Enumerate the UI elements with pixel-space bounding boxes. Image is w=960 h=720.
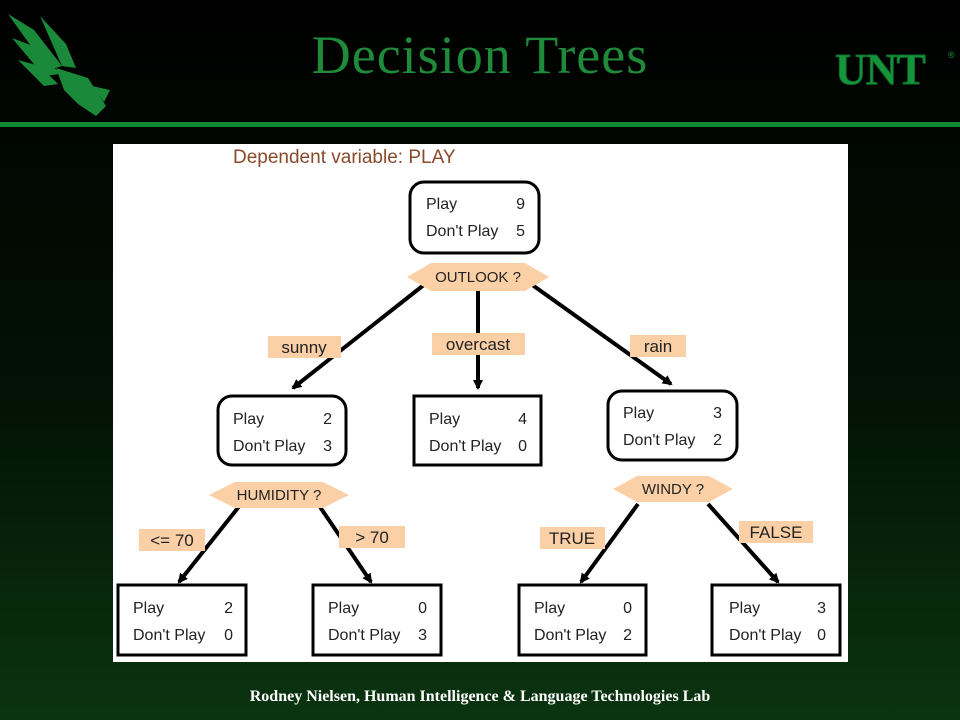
edge-sunny <box>291 282 427 390</box>
branch-label-sunny: sunny <box>281 338 327 357</box>
registered-mark: ® <box>948 50 955 60</box>
footer-credit: Rodney Nielsen, Human Intelligence & Lan… <box>249 688 711 705</box>
outlook-question: OUTLOOK ? <box>435 269 521 286</box>
branch-label-rain-bg <box>630 335 686 357</box>
node-sunny <box>216 394 348 467</box>
node-humidity-low <box>116 583 248 657</box>
sunny-play-count: 2 <box>323 411 332 428</box>
eagle-icon <box>8 14 110 116</box>
overcast-play-count: 4 <box>518 411 527 428</box>
hum-high-play-count: 0 <box>418 600 427 617</box>
rain-dontplay-label: Don't Play <box>623 432 695 449</box>
node-overcast <box>412 394 543 467</box>
windy-true-dontplay-count: 2 <box>623 627 632 644</box>
windy-question: WINDY ? <box>642 481 704 498</box>
edge-true <box>579 502 640 584</box>
root-dontplay-count: 5 <box>516 223 525 240</box>
node-root <box>408 180 541 255</box>
rain-play-count: 3 <box>713 405 722 422</box>
overcast-dontplay-label: Don't Play <box>429 438 501 455</box>
outlook-question-shape <box>407 263 549 291</box>
rain-dontplay-count: 2 <box>713 432 722 449</box>
branch-label-sunny-bg <box>268 336 341 358</box>
humidity-question: HUMIDITY ? <box>237 487 322 504</box>
windy-true-dontplay-label: Don't Play <box>534 627 606 644</box>
hum-low-play-label: Play <box>133 600 164 617</box>
branch-label-false-bg <box>739 521 813 543</box>
node-rain <box>606 389 739 462</box>
windy-question-shape <box>613 476 733 502</box>
branch-label-gt70-bg <box>339 526 405 548</box>
rain-play-label: Play <box>623 405 654 422</box>
branch-label-overcast: overcast <box>446 335 511 354</box>
windy-true-play-count: 0 <box>623 600 632 617</box>
overcast-play-label: Play <box>429 411 460 428</box>
branch-label-false: FALSE <box>750 523 803 542</box>
diagram-panel: Dependent variable: PLAY Play 9 Do <box>113 144 848 662</box>
hum-high-play-label: Play <box>328 600 359 617</box>
branch-label-le70: <= 70 <box>150 531 194 550</box>
node-humidity-high <box>311 583 443 657</box>
humidity-question-shape <box>209 482 349 508</box>
sunny-dontplay-count: 3 <box>323 438 332 455</box>
edge-le70 <box>177 502 243 584</box>
hum-low-play-count: 2 <box>224 600 233 617</box>
decision-tree-diagram: Dependent variable: PLAY Play 9 Do <box>116 147 842 657</box>
hum-high-dontplay-count: 3 <box>418 627 427 644</box>
overcast-dontplay-count: 0 <box>518 438 527 455</box>
branch-label-true-bg <box>540 527 605 549</box>
sunny-play-label: Play <box>233 411 264 428</box>
branch-label-le70-bg <box>139 529 205 551</box>
header-divider <box>0 122 960 127</box>
windy-false-play-count: 3 <box>817 600 826 617</box>
page-title: Decision Trees <box>311 25 649 85</box>
hum-low-dontplay-count: 0 <box>224 627 233 644</box>
hum-high-dontplay-label: Don't Play <box>328 627 400 644</box>
branch-label-gt70: > 70 <box>355 528 389 547</box>
diagram-caption: Dependent variable: PLAY <box>233 147 456 168</box>
windy-false-dontplay-label: Don't Play <box>729 627 801 644</box>
branch-label-overcast-bg <box>432 333 525 355</box>
windy-false-play-label: Play <box>729 600 760 617</box>
sunny-dontplay-label: Don't Play <box>233 438 305 455</box>
root-play-count: 9 <box>516 196 525 213</box>
branch-label-true: TRUE <box>549 529 595 548</box>
edge-rain <box>529 282 673 386</box>
windy-true-play-label: Play <box>534 600 565 617</box>
node-windy-true <box>517 583 648 657</box>
unt-logo: UNT <box>835 45 927 95</box>
root-play-label: Play <box>426 196 457 213</box>
branch-label-rain: rain <box>644 337 672 356</box>
hum-low-dontplay-label: Don't Play <box>133 627 205 644</box>
root-dontplay-label: Don't Play <box>426 223 498 240</box>
node-windy-false <box>710 583 842 657</box>
windy-false-dontplay-count: 0 <box>817 627 826 644</box>
